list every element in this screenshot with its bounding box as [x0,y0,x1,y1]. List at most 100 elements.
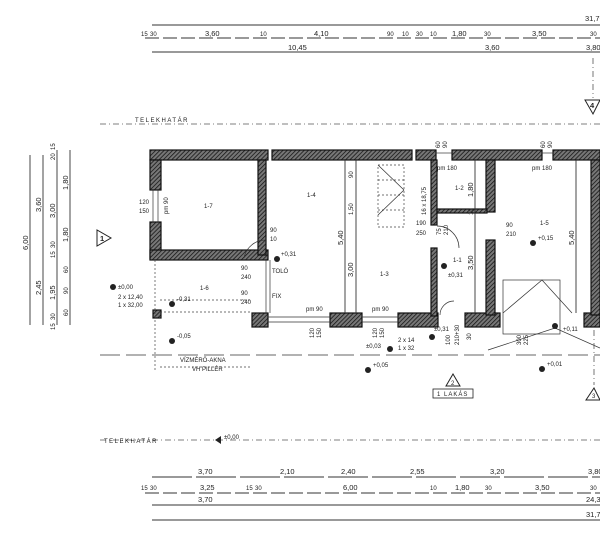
dim-label: 30 [51,313,57,320]
garage-dim: 300 [517,334,523,345]
window-label: 60 [436,141,442,148]
dim-label: 24,3 [586,495,600,504]
stair-steps: 16 x 18,75 [422,186,428,215]
window-label: pm 90 [372,307,389,313]
window-label: 150 [317,327,323,338]
window-label: 120 [139,200,150,206]
dim-label: 10 [430,32,437,38]
dim-label: 2,55 [410,467,425,476]
room-label: 1-4 [307,193,316,199]
dim-label: 10 [469,208,475,215]
water-meter-label: VÍZMÉRŐ-AKNA [180,357,226,364]
section-marker-4: 4 [584,58,600,116]
level-value: +0,05 [373,363,389,369]
window-label: 90 [443,141,449,148]
level-marker: +0,01 [539,362,563,372]
dim-label: 3,50 [535,483,550,492]
dim-overall: 31,7 [586,510,600,519]
level-marker: +0,11 [552,323,578,333]
openings [100,152,600,370]
level-marker: -0,31 [169,297,191,307]
room-label: 1-1 [453,258,462,264]
dim-label: 3,50 [466,255,475,270]
top-dimensions: 31,70 15 30 3,60 10 4,10 90 10 30 10 1,8… [141,14,600,53]
door-label: 240 [241,300,252,306]
section-marker-1: 1 [96,229,113,247]
dim-label: 30 [590,486,597,492]
dim-label: 3,25 [200,483,215,492]
window-label: 120 [373,327,379,338]
level-value: -0,05 [177,334,191,340]
dim-label: 1,80 [455,483,470,492]
dim-label: 30 [416,32,423,38]
level-value: +0,11 [563,327,578,333]
dim-label: 5,40 [336,230,345,245]
dim-label: 15 [51,323,57,330]
dim-label: 2,10 [280,467,295,476]
steps-label: 2 x 12,40 [118,295,143,301]
room-label: 1-3 [380,272,389,278]
dim-label: 10 [430,486,437,492]
dim-label: 3,60 [485,43,500,52]
dim-label: 90 [387,32,394,38]
walls [149,149,600,328]
door-label: 100 [446,334,452,345]
dim-label: 20 [51,153,57,160]
unit-name: 1 LAKÁS [437,391,468,398]
dim-label: 3,70 [198,495,213,504]
dim-label: 6,00 [21,235,30,250]
level-marker: ±0,31 [429,327,450,340]
window-label: 120 [310,327,316,338]
level-marker: +0,15 [530,236,554,246]
utility-pillar-label: VH PILLÉR [192,366,223,373]
dim-label: 30 [485,486,492,492]
room-labels: 1-7 1-4 1-3 1-1 1-2 1-5 1-6 [200,186,549,292]
stair-height: 250 [416,231,427,237]
window-label: 60 [541,141,547,148]
door-label: 90 [241,291,248,297]
steps-label: 2 x 14 [398,338,415,344]
window-label: 90 [548,141,554,148]
dim-label: 2,45 [34,280,43,295]
level-marker: -0,05 [169,334,191,344]
boundary-label-top: TELEKHATÁR [135,117,189,124]
dim-label: 3,20 [490,467,505,476]
steps-label: 1 x 32,00 [118,303,143,309]
dim-label: 30 [255,486,262,492]
door-label: 240 [241,275,252,281]
sliding-door-label: TOLÓ [272,268,289,275]
dim-label: 1,80 [452,29,467,38]
door-label: 75 [437,228,443,235]
steps-label: 1 x 32 [398,346,415,352]
section-label: 4 [590,101,595,110]
level-marker: ±0,03 [366,344,393,352]
level-value: ±0,00 [224,435,240,441]
section-label: 1 [100,234,104,243]
dim-label: 4,10 [314,29,329,38]
level-markers: ±0,00 -0,31 +0,31 -0,05 ±0,03 +0,05 ±0,3… [110,236,578,444]
dim-label: 5,40 [567,230,576,245]
boundary-label-bottom: TELEKHATÁR [104,438,158,445]
dim-label: 30 [51,241,57,248]
dim-label: 1,80 [61,175,70,190]
dim-label: 3,60 [34,197,43,212]
dim-label: 3,80 [588,467,600,476]
garage-dim: 225 [524,334,530,345]
level-marker: ±0,00 [215,435,240,444]
level-value: -0,31 [177,297,191,303]
level-value: ±0,31 [434,327,450,333]
window-label: 150 [139,209,150,215]
level-value: ±0,00 [118,285,134,291]
door-label: 10 [270,237,277,243]
unit-label: 2 1 LAKÁS [432,373,474,399]
dim-overall: 31,70 [585,14,600,23]
door-label: 30 [467,333,473,340]
dim-label: 90 [64,287,70,294]
dim-label: 3,80 [586,43,600,52]
door-label: 210 [444,224,450,235]
level-value: ±0,31 [448,273,464,279]
level-value: +0,01 [547,362,563,368]
inner-dimensions: 90 1,50 5,40 3,00 1,80 10 3,50 5,40 [336,160,577,315]
dim-label: 60 [64,266,70,273]
left-dimensions: 6,00 3,60 2,45 20 15 3,00 15 30 1,95 15 … [21,143,71,330]
